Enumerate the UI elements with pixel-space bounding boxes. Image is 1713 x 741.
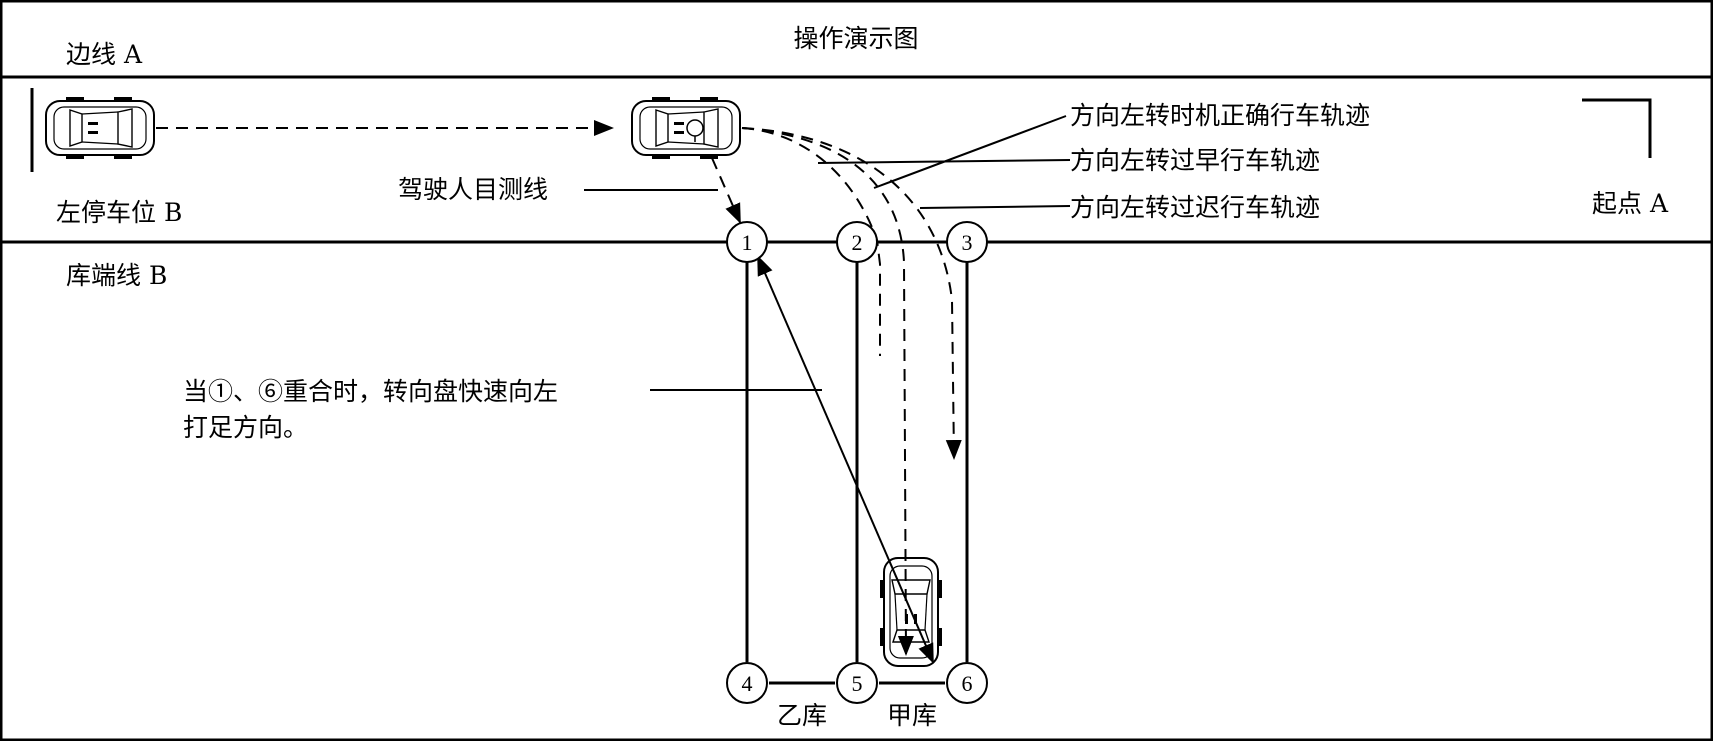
start-a-label: 起点 A [1592, 189, 1669, 218]
leader-early [817, 159, 1071, 164]
point-2: 2 [836, 221, 878, 263]
driver-sight-dash [711, 157, 741, 224]
garage-yi-label: 乙库 [777, 701, 827, 730]
point-4-label: 4 [742, 671, 753, 696]
car-middle [631, 96, 741, 160]
point-1: 1 [726, 221, 768, 263]
left-parking-b-label: 左停车位 B [56, 198, 182, 227]
point-3: 3 [946, 221, 988, 263]
garage-end-line-b-label: 库端线 B [66, 261, 167, 290]
point-4: 4 [726, 662, 768, 704]
start-a-marker [1582, 98, 1652, 158]
diagram-title: 操作演示图 [793, 24, 918, 53]
trajectory-correct [741, 127, 914, 656]
point-5-label: 5 [852, 671, 863, 696]
leader-correct [873, 115, 1067, 189]
point-3-label: 3 [962, 230, 973, 255]
edge-line-a-label: 边线 A [66, 40, 143, 69]
alignment-line-1-6 [757, 255, 934, 664]
trajectory-late-label: 方向左转过迟行车轨迹 [1070, 193, 1320, 222]
note-line-1: 当①、⑥重合时，转向盘快速向左 [183, 377, 558, 406]
point-1-label: 1 [742, 230, 753, 255]
point-5: 5 [836, 662, 878, 704]
point-6: 6 [946, 662, 988, 704]
car-left [45, 96, 155, 160]
point-6-label: 6 [962, 671, 973, 696]
note-line-2: 打足方向。 [183, 413, 308, 442]
leader-late [919, 205, 1071, 209]
point-2-label: 2 [852, 230, 863, 255]
trajectory-correct-label: 方向左转时机正确行车轨迹 [1070, 101, 1370, 130]
trajectory-early-label: 方向左转过早行车轨迹 [1070, 146, 1320, 175]
driver-sight-line-label: 驾驶人目测线 [398, 175, 548, 204]
garage-jia-label: 甲库 [887, 701, 937, 730]
